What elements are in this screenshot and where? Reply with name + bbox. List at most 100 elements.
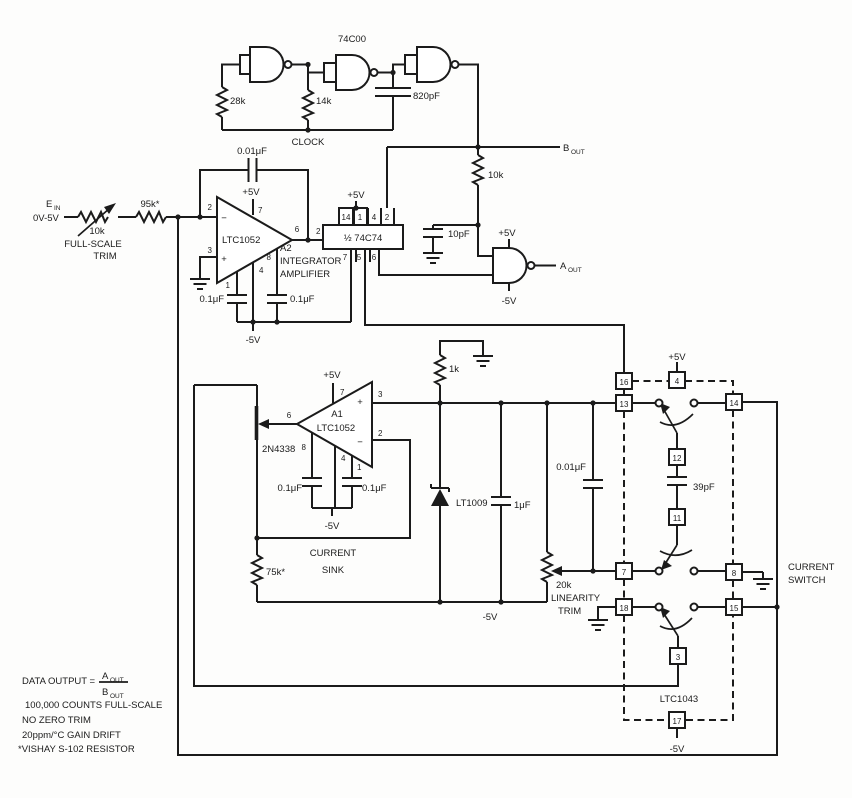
note-gain-drift: 20ppm/°C GAIN DRIFT	[22, 730, 121, 741]
pin-label-11: 11	[673, 514, 682, 523]
switch-pin-16	[615, 372, 633, 390]
pin-label-18: 18	[620, 604, 629, 613]
junction-dot	[498, 400, 504, 406]
resistor-75k	[251, 554, 263, 586]
junction-dot	[437, 400, 443, 406]
a2-vplus: +5V	[242, 187, 260, 198]
a2-cap-right-label: 0.1μF	[290, 294, 315, 305]
pin-label-14: 14	[730, 399, 739, 408]
resistor-14k	[302, 89, 314, 121]
cap-01uf-left	[226, 294, 248, 304]
a2-pin3: 3	[208, 246, 213, 255]
a1-name: A1	[331, 409, 343, 420]
ref-vminus: -5V	[483, 612, 498, 623]
a2-plus: +	[221, 254, 227, 265]
switch-contact	[689, 566, 699, 576]
pin-label-7: 7	[622, 568, 627, 577]
label-2n4338: 2N4338	[262, 444, 295, 455]
a2-pin6: 6	[295, 225, 300, 234]
switch-vplus: +5V	[668, 352, 686, 363]
ff-pin7: 7	[343, 253, 348, 262]
wire	[439, 340, 616, 602]
a1-vplus: +5V	[323, 370, 341, 381]
pin-label-8: 8	[732, 569, 737, 578]
opamp-a1	[294, 380, 373, 469]
note-counts: 100,000 COUNTS FULL-SCALE	[25, 700, 162, 711]
cap-label-820pf: 820pF	[413, 91, 440, 102]
label-clock: CLOCK	[292, 137, 325, 148]
label-current-switch-1: CURRENT	[788, 562, 835, 573]
ff-pin4: 4	[372, 213, 377, 222]
switch-pin-13	[615, 394, 633, 412]
ff-pin14: 14	[342, 213, 351, 222]
junction-dot	[250, 319, 256, 325]
switch-vminus: -5V	[670, 744, 685, 755]
switch-arc-2	[659, 549, 693, 557]
label-ein: E	[46, 199, 52, 210]
switch-pin-8	[725, 563, 743, 581]
notes-section: DATA OUTPUT = A OUT B OUT 100,000 COUNTS…	[18, 671, 162, 755]
wire	[387, 146, 560, 291]
junction-dot	[305, 61, 311, 68]
junction-dot	[305, 127, 311, 133]
cap-01uf-a1-right	[341, 477, 363, 487]
ff-pin2: 2	[385, 213, 390, 222]
note-frac-bottom: B	[102, 687, 108, 698]
pin-label-4: 4	[675, 377, 680, 386]
junction-dot	[390, 69, 396, 76]
ground-symbol	[472, 348, 494, 367]
nand-gate-1	[249, 46, 293, 83]
pin-label-3: 3	[676, 653, 681, 662]
a1-pin3: 3	[378, 390, 383, 399]
label-sink: SINK	[322, 565, 345, 576]
switch-arrow-2	[661, 560, 672, 570]
cap-label-10pf: 10pF	[448, 229, 470, 240]
cap-1uf	[490, 496, 512, 506]
a2-pin7: 7	[258, 206, 263, 215]
cap-label-feedback: 0.01μF	[237, 146, 267, 157]
ff-pin1: 1	[358, 213, 363, 222]
a2-pin2: 2	[208, 203, 213, 212]
note-frac-top: A	[102, 671, 109, 682]
output-section: B OUT 10k 10pF +5V -5V A OUT	[387, 143, 585, 307]
switch-pin-17	[668, 711, 686, 729]
junction-dot	[475, 222, 481, 228]
label-aout: A	[560, 261, 567, 272]
switch-pin-7	[615, 562, 633, 580]
nand-gate-aout	[492, 247, 536, 284]
ground-symbol	[189, 271, 211, 290]
switch-pin-18	[615, 598, 633, 616]
integrator-section: 0.01μF 2 − 3 + +5V 7 LTC1052 6 A2 INTEGR…	[175, 146, 352, 346]
a1-pin2: 2	[378, 429, 383, 438]
switch-pin-3	[669, 647, 687, 665]
a1-vminus: -5V	[325, 521, 340, 532]
switch-pin-4	[668, 371, 686, 389]
cap-label-39pf: 39pF	[693, 482, 715, 493]
label-lt1009: LT1009	[456, 498, 488, 509]
resistor-95k	[135, 211, 167, 223]
ground-symbol	[587, 612, 609, 631]
ff-pin-left-2: 2	[316, 227, 321, 236]
ff-vplus: +5V	[347, 190, 365, 201]
switch-pin-11	[668, 508, 686, 526]
switch-arc-1	[659, 413, 694, 426]
label-bout: B	[563, 143, 569, 154]
switch-arm-1	[663, 409, 678, 434]
resistor-label-75k: 75k*	[266, 567, 285, 578]
current-sink-section: +5V 7 3 + 2 − A1 LTC1052 6 8 4 1 0.1μF 0…	[194, 370, 616, 603]
label-aout-sub: OUT	[568, 267, 582, 274]
a2-cap-left-label: 0.1μF	[200, 294, 225, 305]
cap-feedback-001uf	[247, 158, 258, 182]
a1-pin4: 4	[341, 454, 346, 463]
wire	[308, 147, 625, 373]
pin-label-13: 13	[620, 400, 629, 409]
nand-gate-3	[416, 46, 460, 83]
pot-wiper-arrow	[77, 207, 111, 237]
oscillator-section: 74C00 28k 14k 820pF CLOCK	[216, 34, 479, 148]
ff-ic-label: ½ 74C74	[344, 233, 383, 244]
pot-label-trim: TRIM	[93, 251, 116, 262]
pin-label-16: 16	[620, 378, 629, 387]
wire	[177, 217, 778, 756]
a2-pin8: 8	[267, 253, 272, 262]
junction-dot	[437, 599, 443, 605]
